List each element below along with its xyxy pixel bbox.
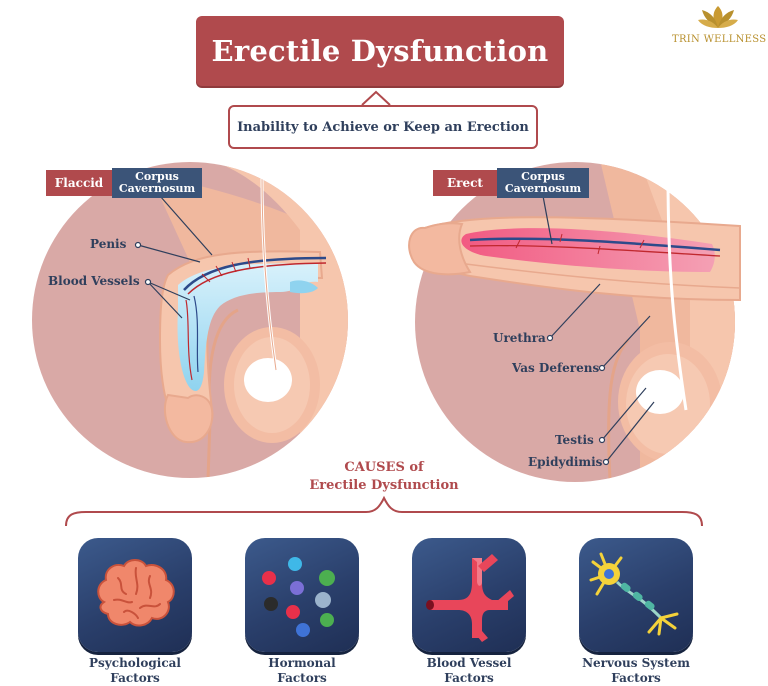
flaccid-corpus-label: Corpus Cavernosum <box>118 170 196 195</box>
cause-label-hormonal-line1: Hormonal <box>268 656 336 670</box>
cause-label-nervous-system-line2: Factors <box>611 671 661 685</box>
causes-bracket <box>65 495 703 527</box>
title-banner: Erectile Dysfunction <box>196 16 564 86</box>
cause-label-hormonal: Hormonal Factors <box>227 656 377 686</box>
blood-vessel-icon <box>426 554 514 642</box>
flaccid-tag: Flaccid <box>46 170 112 196</box>
cause-label-nervous-system: Nervous System Factors <box>561 656 711 686</box>
cause-tile-hormonal <box>245 538 359 652</box>
causes-heading-line1: CAUSES of <box>344 460 424 475</box>
molecules-icon <box>262 557 335 637</box>
brain-icon <box>97 559 175 627</box>
cause-tile-blood-vessel <box>412 538 526 652</box>
lotus-icon <box>698 6 738 28</box>
flaccid-illustration <box>32 162 348 478</box>
title-connector <box>361 90 391 106</box>
causes-heading-line2: Erectile Dysfunction <box>309 478 459 493</box>
cause-label-blood-vessel-line1: Blood Vessel <box>426 656 512 670</box>
label-penis: Penis <box>90 237 127 251</box>
flaccid-corpus-tag: Corpus Cavernosum <box>112 168 202 198</box>
subtitle-box: Inability to Achieve or Keep an Erection <box>228 105 538 149</box>
cause-label-psychological-line2: Factors <box>110 671 160 685</box>
cause-tile-psychological <box>78 538 192 652</box>
label-vas-deferens: Vas Deferens <box>512 361 600 375</box>
brand-name: TRIN WELLNESS <box>672 34 767 45</box>
cause-label-hormonal-line2: Factors <box>277 671 327 685</box>
cause-label-blood-vessel-line2: Factors <box>444 671 494 685</box>
cause-label-psychological-line1: Psychological <box>89 656 181 670</box>
causes-heading: CAUSES of Erectile Dysfunction <box>284 459 484 495</box>
cause-tile-nervous-system <box>579 538 693 652</box>
page-subtitle: Inability to Achieve or Keep an Erection <box>237 119 529 135</box>
erect-tag-label: Erect <box>447 176 483 190</box>
label-epididymis: Epidydimis <box>528 455 603 469</box>
neuron-icon <box>589 552 679 636</box>
cause-label-nervous-system-line1: Nervous System <box>582 656 690 670</box>
label-urethra: Urethra <box>493 331 546 345</box>
label-blood-vessels: Blood Vessels <box>48 274 140 288</box>
page-title: Erectile Dysfunction <box>211 34 549 68</box>
cause-label-blood-vessel: Blood Vessel Factors <box>394 656 544 686</box>
flaccid-tag-label: Flaccid <box>54 176 104 190</box>
erect-tag: Erect <box>433 170 497 196</box>
cause-label-psychological: Psychological Factors <box>60 656 210 686</box>
erect-illustration <box>408 162 741 482</box>
brand-logo: TRIN WELLNESS <box>672 4 767 45</box>
erect-corpus-label: Corpus Cavernosum <box>504 170 582 195</box>
label-testis: Testis <box>555 433 594 447</box>
erect-corpus-tag: Corpus Cavernosum <box>497 168 589 198</box>
